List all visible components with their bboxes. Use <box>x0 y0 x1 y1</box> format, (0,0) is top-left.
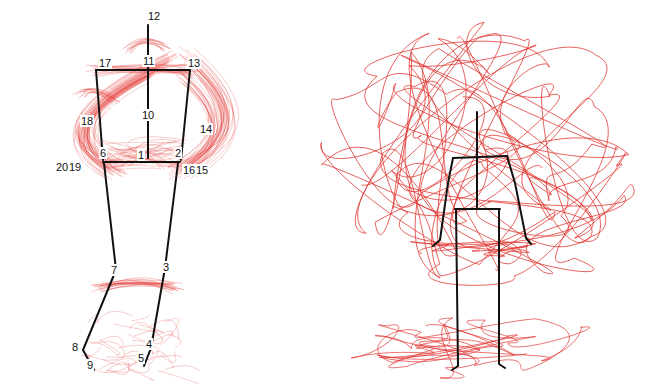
hip-line <box>103 161 180 163</box>
skeleton-right <box>433 112 531 370</box>
trajectory-curve <box>110 145 184 160</box>
trajectory-curve <box>131 314 150 321</box>
joint-number: 9 <box>86 359 94 371</box>
trajectory-curve <box>170 62 223 175</box>
leg-line <box>144 163 178 366</box>
trajectory-curve <box>154 331 172 346</box>
trajectory-curve <box>107 284 174 289</box>
trajectory-curve <box>181 82 213 163</box>
joint-number: 5 <box>137 352 145 364</box>
leg-line <box>452 209 458 370</box>
trajectory-curve <box>79 89 113 103</box>
arm-line <box>433 158 453 246</box>
trajectory-curve <box>152 351 174 368</box>
trajectory-curve <box>99 336 123 347</box>
trajectory-curve <box>165 365 200 370</box>
joint-number: 1 <box>137 149 145 161</box>
trajectory-curve <box>175 67 222 175</box>
trajectory-curve <box>188 62 228 176</box>
trajectory-curve <box>171 66 224 170</box>
spine-line <box>147 25 149 158</box>
joint-number: 14 <box>199 123 213 135</box>
trajectory-curve <box>163 352 176 363</box>
trajectory-curve <box>114 168 160 170</box>
joint-number: 4 <box>145 338 153 350</box>
trajectory-curve <box>176 75 213 179</box>
joint-number: 3 <box>162 261 170 273</box>
trajectory-curve <box>165 318 179 335</box>
joint-number: 15 <box>195 164 209 176</box>
trajectory-curve <box>128 137 187 143</box>
trajectory-curve <box>109 278 176 288</box>
trajectory-curve <box>186 55 235 177</box>
joint-number: 6 <box>99 147 107 159</box>
trajectory-curve <box>375 318 527 378</box>
joint-number: 18 <box>80 115 94 127</box>
trajectory-curve <box>98 71 193 78</box>
joint-number: 2 <box>174 147 182 159</box>
joint-number: 10 <box>141 109 155 121</box>
leg-line <box>499 209 505 368</box>
trajectory-curve <box>188 58 233 169</box>
joint-number: 13 <box>187 57 201 69</box>
hip-line <box>455 208 500 210</box>
trajectory-curve <box>131 39 163 51</box>
trajectory-curve <box>83 72 161 180</box>
trajectory-curve <box>130 370 154 380</box>
trajectory-curve <box>107 282 170 287</box>
joint-number: 17 <box>98 57 112 69</box>
trajectory-curve <box>103 142 169 161</box>
trajectory-curve <box>139 324 163 332</box>
trajectory-curve <box>84 89 116 101</box>
trajectory-curve <box>321 39 626 286</box>
trajectory-curve <box>92 282 184 292</box>
shoulder-line <box>453 156 507 158</box>
trajectory-curve <box>93 363 137 373</box>
shoulder-line <box>96 69 190 71</box>
arm-line <box>181 70 190 160</box>
spine-line <box>476 112 478 208</box>
joint-number: 12 <box>147 10 161 22</box>
trajectory-curve <box>92 280 182 286</box>
arm-line <box>507 156 531 244</box>
joint-number: 11 <box>142 55 155 67</box>
trajectory-curve <box>175 78 215 162</box>
trajectory-curve <box>88 342 119 356</box>
trajectory-curve <box>177 70 213 163</box>
trajectory-curve <box>93 69 195 76</box>
trajectory-curve <box>126 43 164 50</box>
trajectory-curve <box>355 22 618 246</box>
trajectory-curve <box>167 335 181 348</box>
trajectory-curve <box>389 320 590 368</box>
trajectory-curve <box>158 371 199 384</box>
joint-number: 8 <box>71 341 79 353</box>
joint-number: 19 <box>68 161 82 173</box>
trajectory-curve <box>91 342 125 356</box>
trajectory-curve <box>410 242 535 264</box>
trajectory-group <box>72 22 634 384</box>
trajectory-curve <box>99 358 136 369</box>
trajectory-curve <box>351 319 569 370</box>
trajectory-curve <box>122 164 186 166</box>
trajectory-curve <box>78 57 167 174</box>
skeleton-left <box>83 25 190 370</box>
joint-number: 7 <box>110 264 118 276</box>
trajectory-curve <box>158 356 181 358</box>
trajectory-curve <box>97 311 133 322</box>
